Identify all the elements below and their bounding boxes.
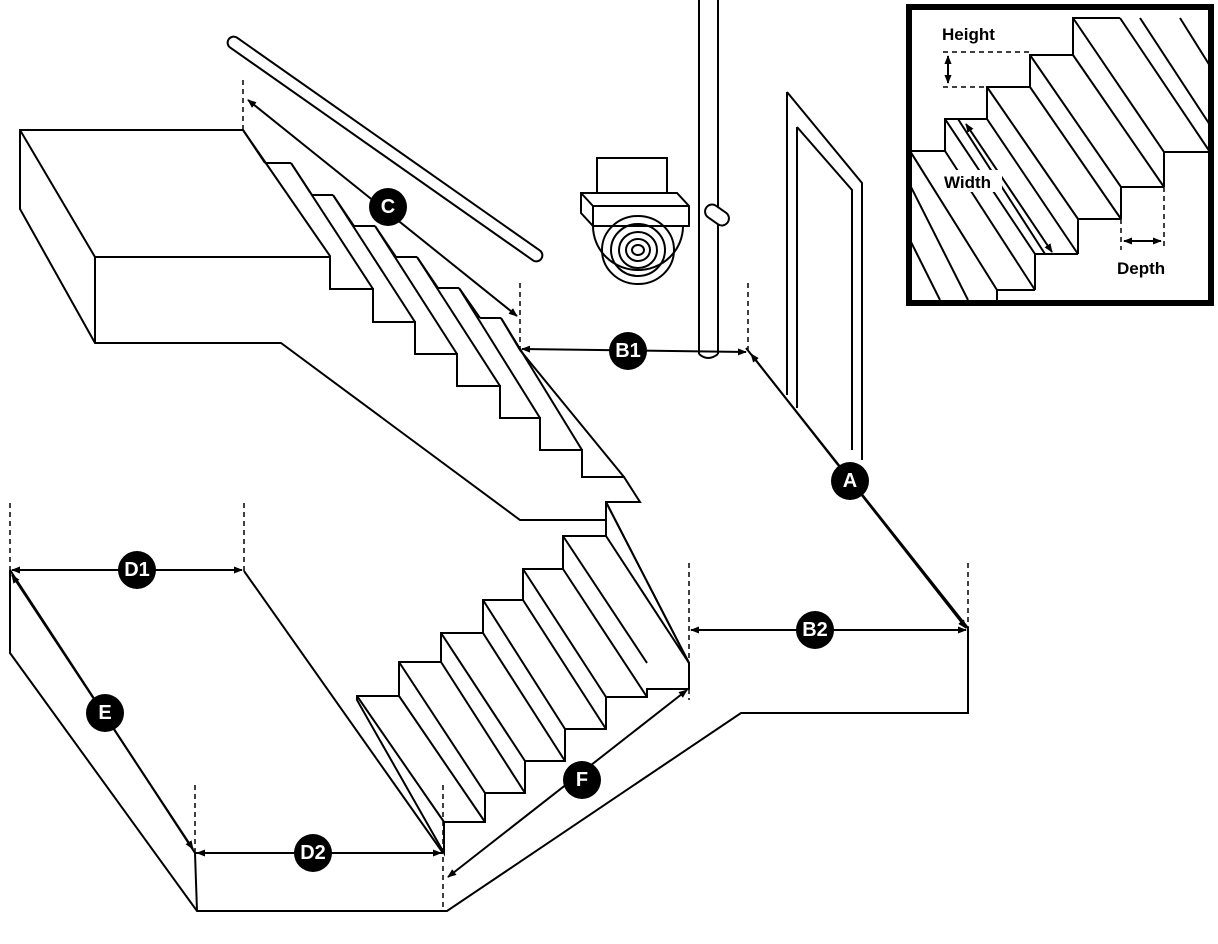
vertical-pipe [698, 0, 730, 359]
svg-text:C: C [381, 196, 395, 218]
label-badge-e: E [86, 694, 124, 732]
doorway [786, 91, 863, 460]
svg-text:D1: D1 [124, 559, 150, 581]
label-badge-b2: B2 [796, 611, 834, 649]
svg-text:F: F [576, 769, 588, 791]
upper-landing [19, 129, 642, 521]
label-badge-f: F [563, 761, 601, 799]
inset-height-label: Height [942, 25, 995, 44]
label-badge-d1: D1 [118, 551, 156, 589]
label-badge-d2: D2 [294, 834, 332, 872]
label-badge-b1: B1 [609, 332, 647, 370]
svg-text:B1: B1 [615, 340, 641, 362]
extension-lines [9, 80, 969, 912]
inset-step-detail: Height Width Depth [906, 4, 1214, 306]
inset-depth-label: Depth [1117, 259, 1165, 278]
inset-width-label: Width [944, 173, 991, 192]
svg-text:B2: B2 [802, 619, 828, 641]
label-badge-c: C [369, 188, 407, 226]
ceiling-light [580, 157, 690, 285]
svg-text:E: E [98, 702, 111, 724]
label-badge-a: A [831, 462, 869, 500]
svg-text:A: A [843, 470, 857, 492]
svg-text:D2: D2 [300, 842, 326, 864]
